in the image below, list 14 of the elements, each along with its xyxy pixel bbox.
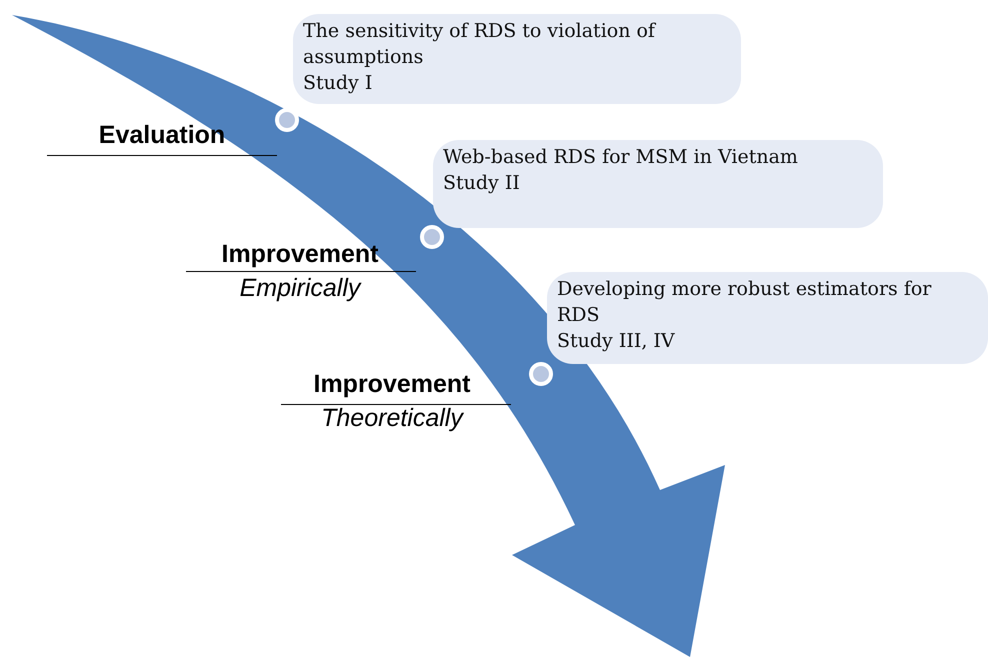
study-label: Study I bbox=[303, 71, 374, 96]
study-label: Study III, IV bbox=[557, 329, 676, 354]
stage-label: Evaluation bbox=[98, 121, 226, 150]
stage-label: Improvement bbox=[222, 240, 378, 269]
study-label: Study II bbox=[443, 171, 521, 196]
callout-box bbox=[433, 140, 883, 228]
stage-label: Improvement bbox=[314, 370, 470, 399]
stage-subtitle: Theoretically bbox=[321, 404, 463, 433]
stage-subtitle: Empirically bbox=[240, 274, 360, 303]
callout-text: Developing more robust estimators for RDS bbox=[557, 277, 932, 328]
callout-text: The sensitivity of RDS to violation of assumptions bbox=[303, 19, 657, 70]
callout-box bbox=[293, 14, 741, 104]
callout-text: Web-based RDS for MSM in Vietnam bbox=[443, 145, 799, 170]
callout-box bbox=[547, 272, 988, 364]
